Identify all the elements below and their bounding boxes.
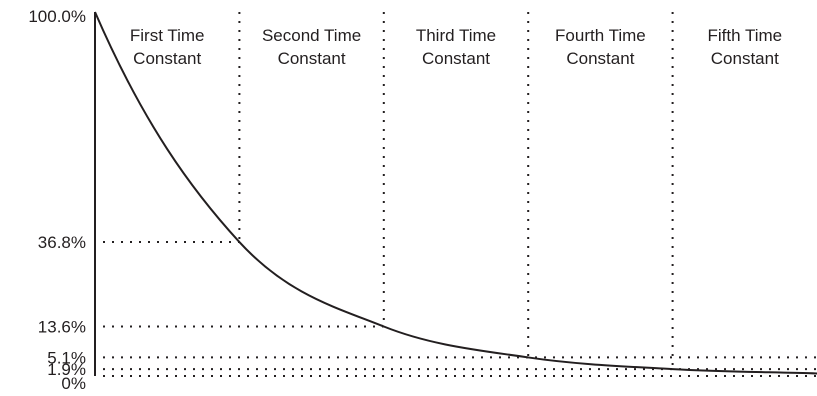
time-constant-label: Fifth Time: [707, 26, 782, 45]
y-tick-label: 0%: [61, 374, 86, 393]
time-constant-label: Third Time: [416, 26, 496, 45]
y-tick-label: 36.8%: [38, 233, 86, 252]
y-tick-label: 13.6%: [38, 317, 86, 336]
time-constant-label: Fourth Time: [555, 26, 646, 45]
y-tick-labels: 100.0% 36.8% 13.6% 5.1%1.9%0%: [28, 7, 86, 393]
time-constant-label: Constant: [278, 49, 346, 68]
time-constant-label: Second Time: [262, 26, 361, 45]
time-constant-label: First Time: [130, 26, 205, 45]
y-tick-label: 100.0%: [28, 7, 86, 26]
time-constant-label: Constant: [566, 49, 634, 68]
decay-curve-group: [94, 11, 817, 375]
decay-curve-line: [94, 11, 817, 375]
guide-lines: [103, 12, 817, 377]
time-constant-label: Constant: [711, 49, 779, 68]
time-constant-label: Constant: [133, 49, 201, 68]
y-tick-label: 5.1%: [47, 348, 86, 367]
y-tick-label: 1.9%: [47, 360, 86, 379]
time-constant-label: Constant: [422, 49, 490, 68]
